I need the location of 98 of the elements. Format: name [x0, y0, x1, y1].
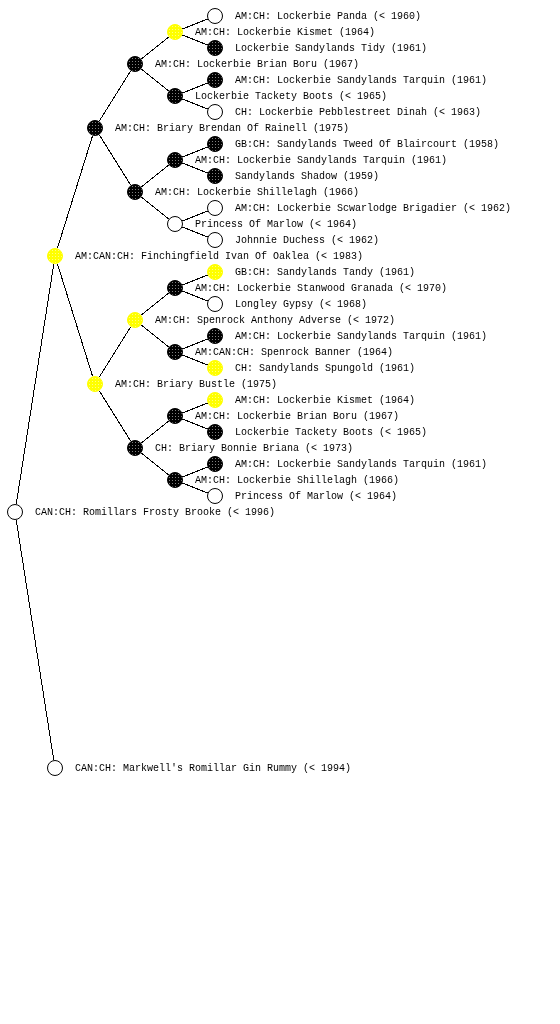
pedigree-line: [181, 82, 209, 94]
pedigree-line: [140, 292, 170, 316]
ancestor-name: CH: Lockerbie Pebblestreet Dinah (< 1963): [235, 107, 482, 119]
ancestor-circle: [207, 328, 223, 344]
ancestor-circle: [47, 760, 63, 776]
ancestor-name: AM:CAN:CH: Finchingfield Ivan Of Oaklea (< 1983): [75, 251, 364, 263]
ancestor-name: AM:CH: Lockerbie Panda (< 1960): [235, 11, 422, 23]
ancestor-name: Longley Gypsy (< 1968): [235, 299, 368, 311]
ancestor-circle: [167, 216, 183, 232]
ancestor-circle: [127, 184, 143, 200]
ancestor-circle: [167, 24, 183, 40]
ancestor-circle: [167, 88, 183, 104]
ancestor-circle: [207, 200, 223, 216]
pedigree-line: [181, 146, 209, 158]
pedigree-line: [140, 420, 170, 444]
pedigree-line: [56, 263, 94, 377]
ancestor-name: GB:CH: Sandylands Tandy (1961): [235, 267, 416, 279]
pedigree-line: [181, 354, 209, 366]
ancestor-name: AM:CH: Lockerbie Brian Boru (1967): [155, 59, 360, 71]
pedigree-line: [140, 324, 170, 348]
ancestor-circle: [207, 72, 223, 88]
pedigree-line: [181, 290, 209, 302]
pedigree-line: [15, 263, 55, 505]
ancestor-name: AM:CH: Lockerbie Sandylands Tarquin (1961): [235, 75, 488, 87]
pedigree-line: [181, 402, 209, 414]
pedigree-line: [98, 390, 132, 442]
pedigree-line: [181, 34, 209, 46]
ancestor-name: AM:CH: Lockerbie Shillelagh (1966): [195, 475, 400, 487]
pedigree-line: [181, 338, 209, 350]
ancestor-name: AM:CH: Lockerbie Kismet (1964): [235, 395, 416, 407]
ancestor-name: Princess Of Marlow (< 1964): [195, 219, 358, 231]
ancestor-circle: [167, 280, 183, 296]
pedigree-line: [15, 519, 55, 761]
pedigree-line: [181, 98, 209, 110]
pedigree-line: [181, 210, 209, 222]
ancestor-circle: [207, 104, 223, 120]
pedigree-line: [140, 196, 170, 220]
ancestor-circle: [167, 152, 183, 168]
ancestor-circle: [127, 56, 143, 72]
ancestor-circle: [207, 264, 223, 280]
ancestor-circle: [207, 392, 223, 408]
pedigree-line: [181, 274, 209, 286]
pedigree-line: [181, 226, 209, 238]
ancestor-circle: [87, 120, 103, 136]
ancestor-name: GB:CH: Sandylands Tweed Of Blaircourt (1958): [235, 139, 500, 151]
ancestor-name: CH: Sandylands Spungold (1961): [235, 363, 416, 375]
ancestor-name: AM:CH: Briary Brendan Of Rainell (1975): [115, 123, 350, 135]
ancestor-name: AM:CH: Lockerbie Sandylands Tarquin (1961): [195, 155, 448, 167]
pedigree-line: [181, 466, 209, 478]
pedigree-line: [181, 18, 209, 30]
pedigree-line: [140, 164, 170, 188]
ancestor-circle: [207, 488, 223, 504]
ancestor-circle: [207, 40, 223, 56]
ancestor-circle: [167, 344, 183, 360]
pedigree-line: [181, 162, 209, 174]
ancestor-name: CH: Briary Bonnie Briana (< 1973): [155, 443, 354, 455]
pedigree-line: [98, 134, 132, 186]
ancestor-circle: [127, 440, 143, 456]
ancestor-name: AM:CH: Briary Bustle (1975): [115, 379, 278, 391]
ancestor-name: AM:CH: Lockerbie Kismet (1964): [195, 27, 376, 39]
ancestor-circle: [207, 296, 223, 312]
pedigree-line: [140, 68, 170, 92]
pedigree-line: [181, 482, 209, 494]
pedigree-line: [181, 418, 209, 430]
ancestor-circle: [207, 168, 223, 184]
pedigree-line: [140, 36, 170, 60]
ancestor-circle: [87, 376, 103, 392]
pedigree-line: [140, 452, 170, 476]
ancestor-circle: [167, 472, 183, 488]
ancestor-circle: [167, 408, 183, 424]
pedigree-line: [56, 135, 94, 249]
ancestor-name: AM:CH: Lockerbie Scwarlodge Brigadier (< 1962): [235, 203, 512, 215]
ancestor-name: AM:CH: Lockerbie Stanwood Granada (< 1970): [195, 283, 448, 295]
ancestor-circle: [207, 424, 223, 440]
ancestor-circle: [127, 312, 143, 328]
ancestor-name: Sandylands Shadow (1959): [235, 171, 380, 183]
ancestor-name: Lockerbie Tackety Boots (< 1965): [235, 427, 428, 439]
ancestor-name: AM:CAN:CH: Spenrock Banner (1964): [195, 347, 394, 359]
ancestor-name: CAN:CH: Markwell's Romillar Gin Rummy (< 1994): [75, 763, 352, 775]
pedigree-line: [98, 326, 132, 378]
pedigree-line: [98, 70, 132, 122]
ancestor-name: AM:CH: Spenrock Anthony Adverse (< 1972): [155, 315, 396, 327]
ancestor-circle: [47, 248, 63, 264]
ancestor-name: CAN:CH: Romillars Frosty Brooke (< 1996): [35, 507, 276, 519]
ancestor-circle: [7, 504, 23, 520]
ancestor-name: Lockerbie Tackety Boots (< 1965): [195, 91, 388, 103]
ancestor-name: AM:CH: Lockerbie Shillelagh (1966): [155, 187, 360, 199]
ancestor-name: Lockerbie Sandylands Tidy (1961): [235, 43, 428, 55]
ancestor-name: AM:CH: Lockerbie Sandylands Tarquin (1961): [235, 331, 488, 343]
ancestor-circle: [207, 136, 223, 152]
ancestor-name: AM:CH: Lockerbie Brian Boru (1967): [195, 411, 400, 423]
ancestor-circle: [207, 232, 223, 248]
ancestor-name: AM:CH: Lockerbie Sandylands Tarquin (1961): [235, 459, 488, 471]
ancestor-name: Princess Of Marlow (< 1964): [235, 491, 398, 503]
ancestor-name: Johnnie Duchess (< 1962): [235, 235, 380, 247]
ancestor-circle: [207, 360, 223, 376]
ancestor-circle: [207, 8, 223, 24]
ancestor-circle: [207, 456, 223, 472]
